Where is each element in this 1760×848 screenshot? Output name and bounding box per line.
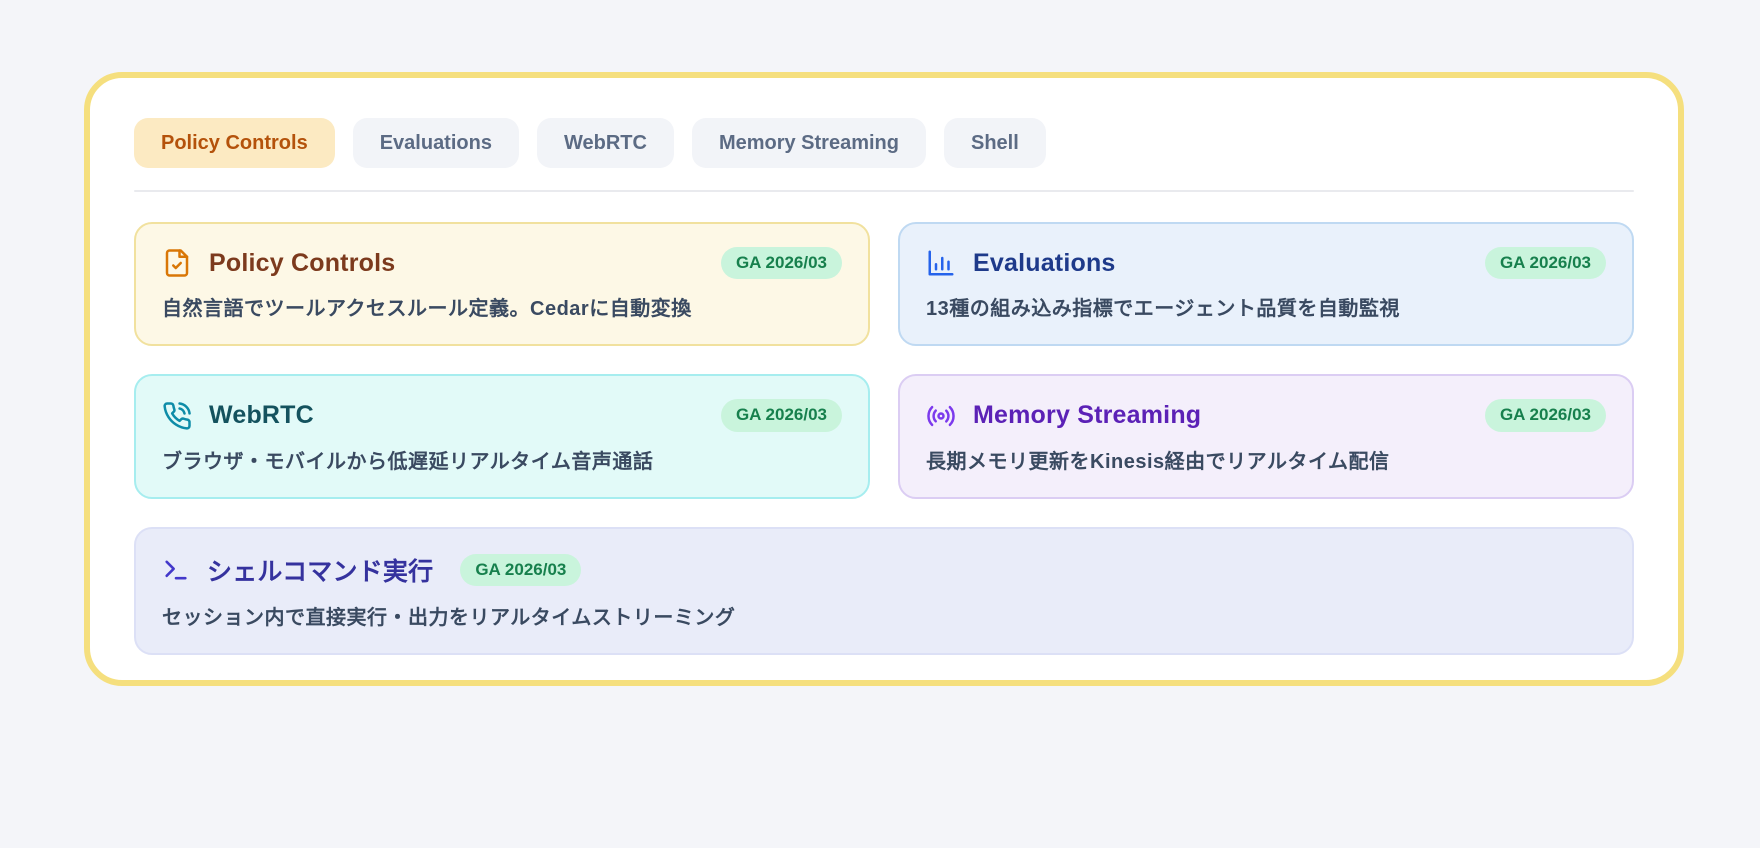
card-description: ブラウザ・モバイルから低遅延リアルタイム音声通話 (162, 450, 654, 473)
card-header: WebRTC GA 2026/03 (162, 399, 842, 432)
card-description: 長期メモリ更新をKinesis経由でリアルタイム配信 (926, 450, 1390, 473)
bar-chart-icon (926, 248, 956, 278)
card-header: Policy Controls GA 2026/03 (162, 247, 842, 280)
phone-call-icon (162, 401, 192, 431)
card-webrtc[interactable]: WebRTC GA 2026/03 ブラウザ・モバイルから低遅延リアルタイム音声… (134, 374, 870, 499)
tab-memory-streaming[interactable]: Memory Streaming (691, 118, 926, 168)
card-description: セッション内で直接実行・出力をリアルタイムストリーミング (162, 606, 736, 629)
card-description: 13種の組み込み指標でエージェント品質を自動監視 (926, 298, 1400, 321)
tab-policy-controls[interactable]: Policy Controls (134, 118, 335, 168)
ga-badge: GA 2026/03 (720, 247, 842, 280)
card-header: Memory Streaming GA 2026/03 (926, 399, 1606, 432)
ga-badge: GA 2026/03 (720, 399, 842, 432)
card-memory-streaming[interactable]: Memory Streaming GA 2026/03 長期メモリ更新をKine… (898, 374, 1634, 499)
card-title: Memory Streaming (973, 401, 1202, 430)
card-title: Evaluations (973, 248, 1116, 277)
tab-bar: Policy Controls Evaluations WebRTC Memor… (134, 118, 1634, 168)
tab-divider (134, 190, 1634, 192)
ga-badge: GA 2026/03 (1484, 399, 1606, 432)
card-policy-controls[interactable]: Policy Controls GA 2026/03 自然言語でツールアクセスル… (134, 222, 870, 347)
file-check-icon (162, 248, 192, 278)
card-evaluations[interactable]: Evaluations GA 2026/03 13種の組み込み指標でエージェント… (898, 222, 1634, 347)
radio-broadcast-icon (926, 401, 956, 431)
card-header: Evaluations GA 2026/03 (926, 247, 1606, 280)
tab-evaluations[interactable]: Evaluations (352, 118, 519, 168)
tab-shell[interactable]: Shell (944, 118, 1046, 168)
card-title: Policy Controls (209, 248, 396, 277)
card-title: WebRTC (209, 401, 314, 430)
card-header: シェルコマンド実行 GA 2026/03 (162, 552, 1606, 588)
feature-panel: Policy Controls Evaluations WebRTC Memor… (84, 72, 1684, 686)
ga-badge: GA 2026/03 (1484, 247, 1606, 280)
card-title: シェルコマンド実行 (207, 557, 434, 586)
terminal-icon (162, 556, 190, 584)
ga-badge: GA 2026/03 (460, 553, 582, 586)
card-shell[interactable]: シェルコマンド実行 GA 2026/03 セッション内で直接実行・出力をリアルタ… (134, 526, 1634, 655)
feature-card-grid: Policy Controls GA 2026/03 自然言語でツールアクセスル… (134, 222, 1634, 655)
tab-webrtc[interactable]: WebRTC (536, 118, 674, 168)
card-description: 自然言語でツールアクセスルール定義。Cedarに自動変換 (162, 298, 692, 321)
